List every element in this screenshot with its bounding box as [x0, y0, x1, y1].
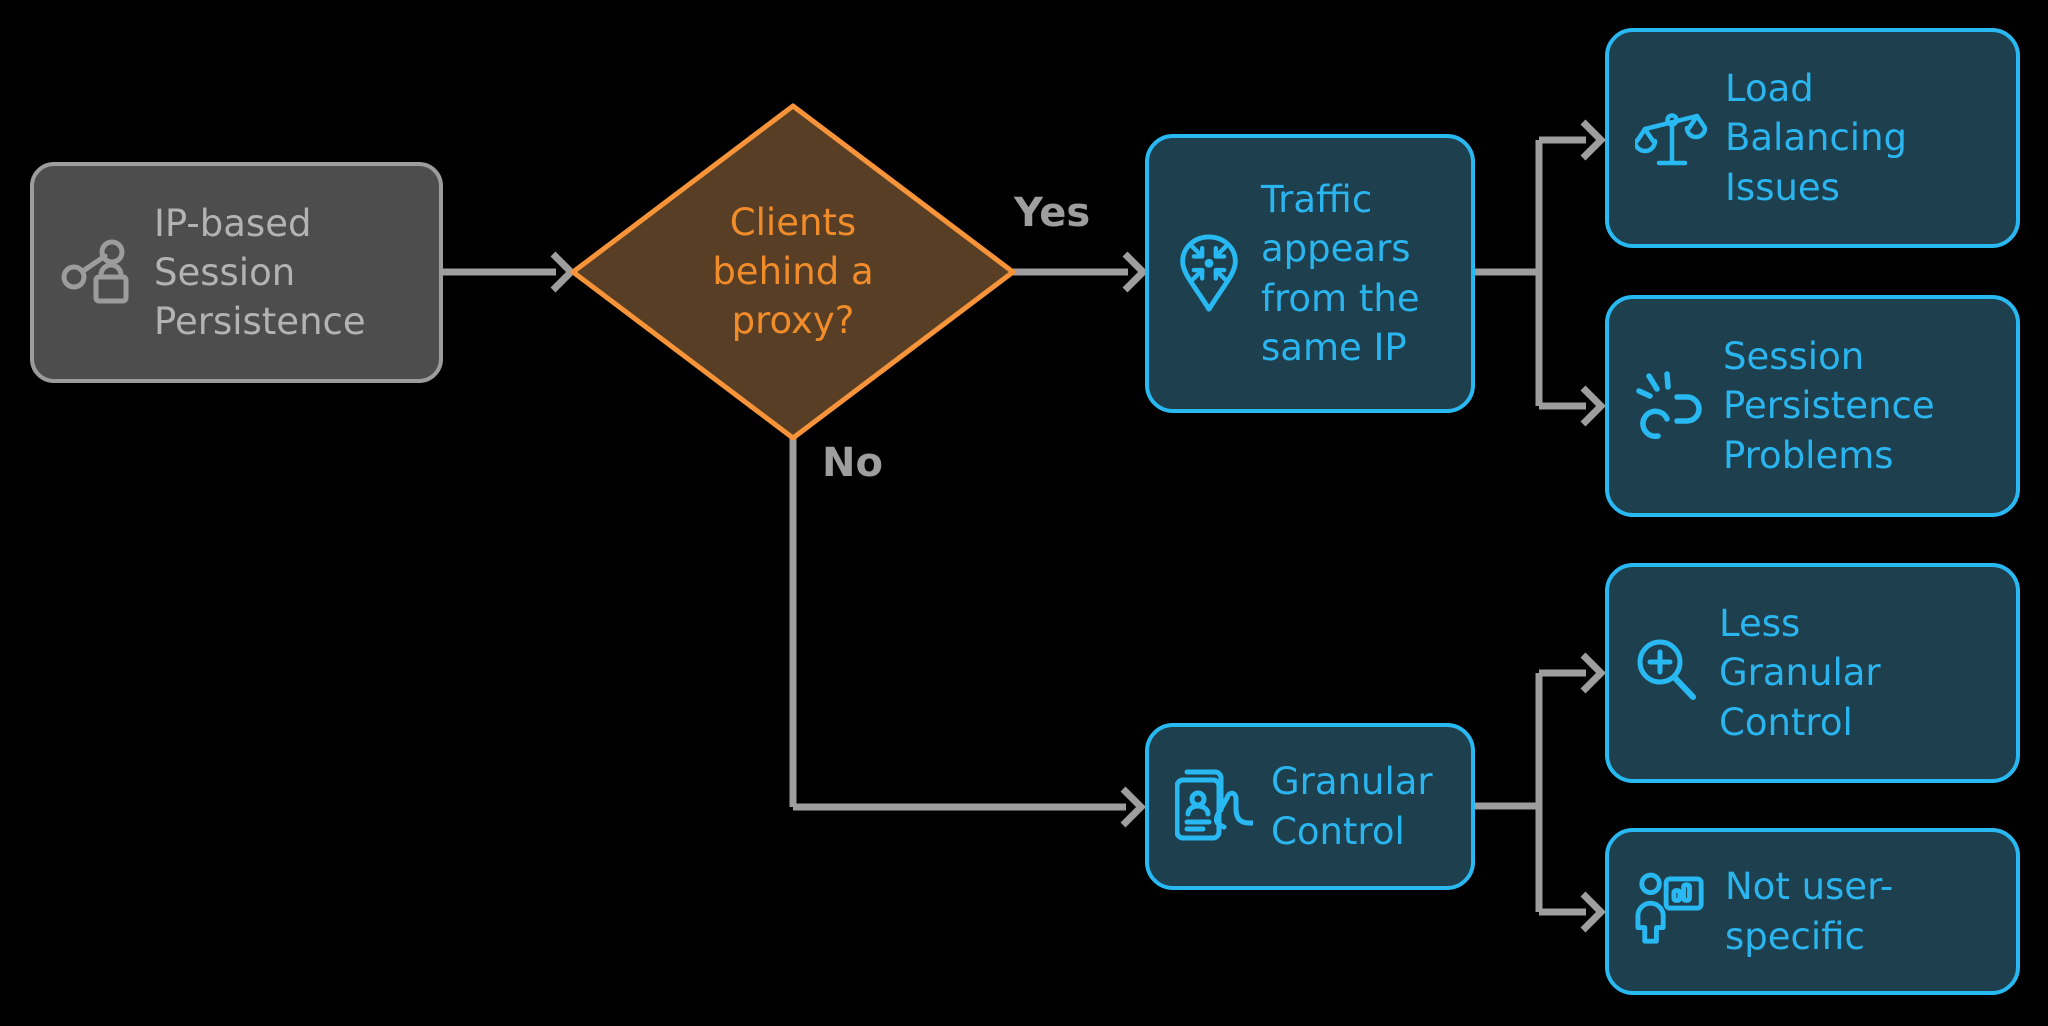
edge-traffic-branches	[1475, 136, 1586, 410]
share-lock-icon	[60, 237, 136, 309]
node-label: Not user- specific	[1725, 865, 1894, 958]
edge-granular-branches	[1475, 669, 1586, 916]
node-load-balancing-issues: Load Balancing Issues	[1605, 28, 2020, 248]
edge-decision-no	[789, 438, 1126, 811]
node-granular-control: Granular Control	[1145, 723, 1475, 890]
node-label: IP-based Session Persistence	[154, 201, 366, 344]
arrowhead-icon	[1122, 251, 1148, 293]
arrowhead-icon	[1580, 652, 1606, 694]
node-traffic-same-ip: Traffic appears from the same IP	[1145, 134, 1475, 413]
id-card-hand-icon	[1175, 766, 1253, 848]
node-label: Session Persistence Problems	[1723, 335, 1935, 477]
node-label: Granular Control	[1271, 760, 1433, 853]
arrowhead-icon	[1580, 891, 1606, 933]
node-label: Less Granular Control	[1719, 602, 1881, 744]
balance-scale-icon	[1635, 103, 1707, 173]
decision-diamond	[570, 103, 1016, 441]
node-less-granular-control: Less Granular Control	[1605, 563, 2020, 783]
edge-label-no: No	[822, 440, 883, 486]
node-label: Load Balancing Issues	[1725, 67, 1908, 209]
broken-link-icon	[1635, 369, 1705, 443]
edge-label-yes: Yes	[1014, 190, 1091, 236]
decision-label: Clients behind a proxy?	[712, 201, 874, 343]
pin-converge-icon	[1175, 233, 1243, 315]
node-ip-session-persistence: IP-based Session Persistence	[30, 162, 443, 383]
arrowhead-icon	[1580, 119, 1606, 161]
node-session-persistence-problems: Session Persistence Problems	[1605, 295, 2020, 517]
person-chart-icon	[1635, 871, 1707, 953]
magnifier-plus-icon	[1635, 637, 1701, 709]
node-not-user-specific: Not user- specific	[1605, 828, 2020, 995]
arrowhead-icon	[1580, 385, 1606, 427]
node-label: Traffic appears from the same IP	[1261, 178, 1420, 369]
arrowhead-icon	[1120, 786, 1146, 828]
